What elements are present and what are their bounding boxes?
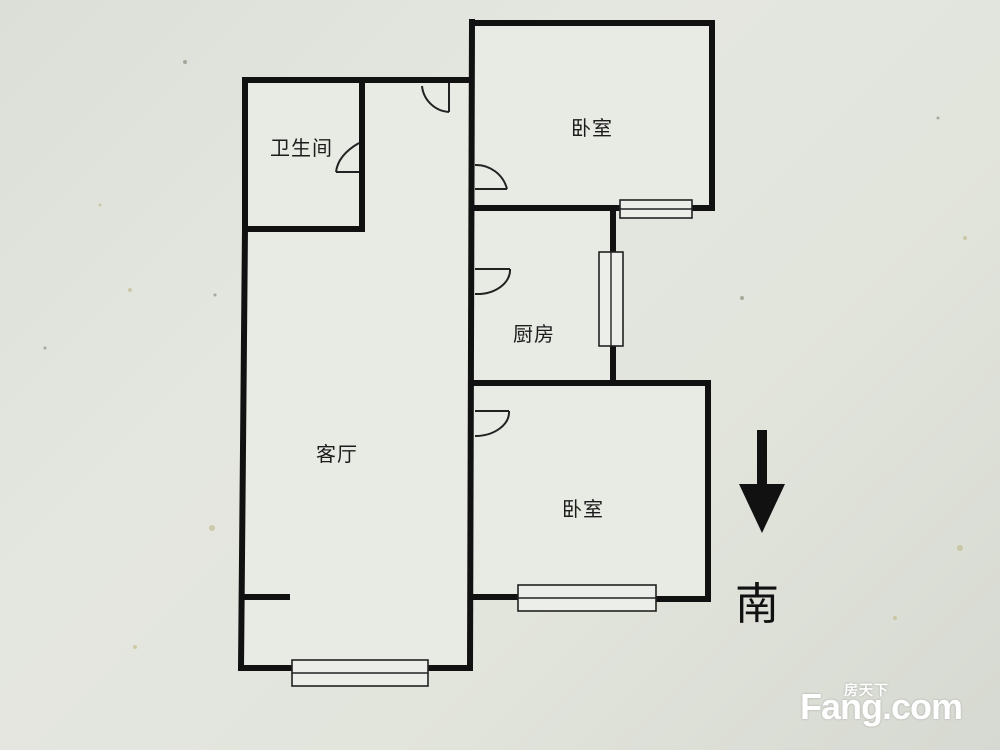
watermark-brand-cn: 房天下 [844, 682, 889, 698]
kitchen-door [474, 268, 512, 296]
room-label-kitchen: 厨房 [513, 322, 555, 346]
room-fills [242, 22, 712, 670]
room-label-bathroom: 卫生间 [270, 136, 333, 160]
watermark: 房天下 Fang.com [800, 678, 990, 738]
room-label-bedroom-south: 卧室 [562, 497, 604, 521]
compass-label-south: 南 [735, 579, 779, 630]
kitchen-window [598, 251, 624, 347]
windows [291, 199, 693, 687]
entry-door [421, 83, 450, 113]
south-arrow-icon [739, 430, 785, 533]
room-label-bedroom-north: 卧室 [571, 116, 613, 140]
north-bedroom-window [619, 199, 693, 219]
room-label-living-room: 客厅 [316, 442, 358, 466]
walls [237, 18, 715, 672]
living-room-window [291, 659, 429, 687]
south-bedroom-window [517, 584, 657, 612]
watermark-brand: Fang.com [800, 686, 963, 727]
south-bedroom-door [474, 410, 511, 438]
doors [335, 83, 512, 438]
north-bedroom-door [474, 163, 508, 190]
bathroom-door [335, 142, 360, 173]
